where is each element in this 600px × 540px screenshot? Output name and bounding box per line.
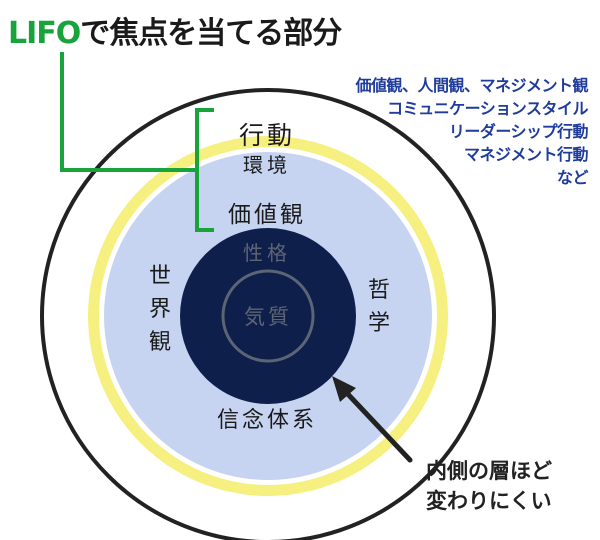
- title-rest: で焦点を当てる部分: [80, 16, 342, 51]
- note-item: 価値観、人間観、マネジメント観: [355, 76, 588, 95]
- beliefs-label: 信念体系: [217, 408, 317, 433]
- title-accent: LIFO: [8, 16, 81, 51]
- note-item: リーダーシップ行動: [448, 122, 589, 141]
- arrow-head: [332, 376, 356, 402]
- personality-core: [180, 228, 356, 404]
- personality-label: 性格: [243, 241, 291, 265]
- temperament-label: 気質: [244, 305, 292, 329]
- worldview-char: 界: [149, 297, 171, 322]
- page-title: LIFOで焦点を当てる部分: [8, 8, 342, 52]
- philosophy-char: 学: [368, 311, 390, 336]
- note-item: コミュニケーションスタイル: [387, 99, 588, 118]
- focus-bracket: [195, 108, 214, 232]
- note-item: など: [556, 168, 589, 187]
- values-label: 価値観: [228, 202, 306, 228]
- focus-notes: 価値観、人間観、マネジメント観 コミュニケーションスタイル リーダーシップ行動 …: [355, 74, 588, 189]
- temperament-ring: [221, 269, 315, 363]
- philosophy-char: 哲: [368, 278, 390, 303]
- worldview-char: 世: [149, 264, 171, 289]
- worldview-char: 観: [149, 330, 171, 355]
- environment-label: 環境: [243, 153, 291, 177]
- arrow-note-line: 変わりにくい: [426, 489, 552, 513]
- arrow-shaft: [341, 387, 413, 463]
- note-item: マネジメント行動: [463, 145, 589, 164]
- connector-line: [60, 52, 197, 172]
- arrow-note-line: 内側の層ほど: [426, 459, 552, 483]
- arrow-note: 内側の層ほど 変わりにくい: [426, 456, 552, 516]
- behavior-label: 行動: [239, 121, 295, 150]
